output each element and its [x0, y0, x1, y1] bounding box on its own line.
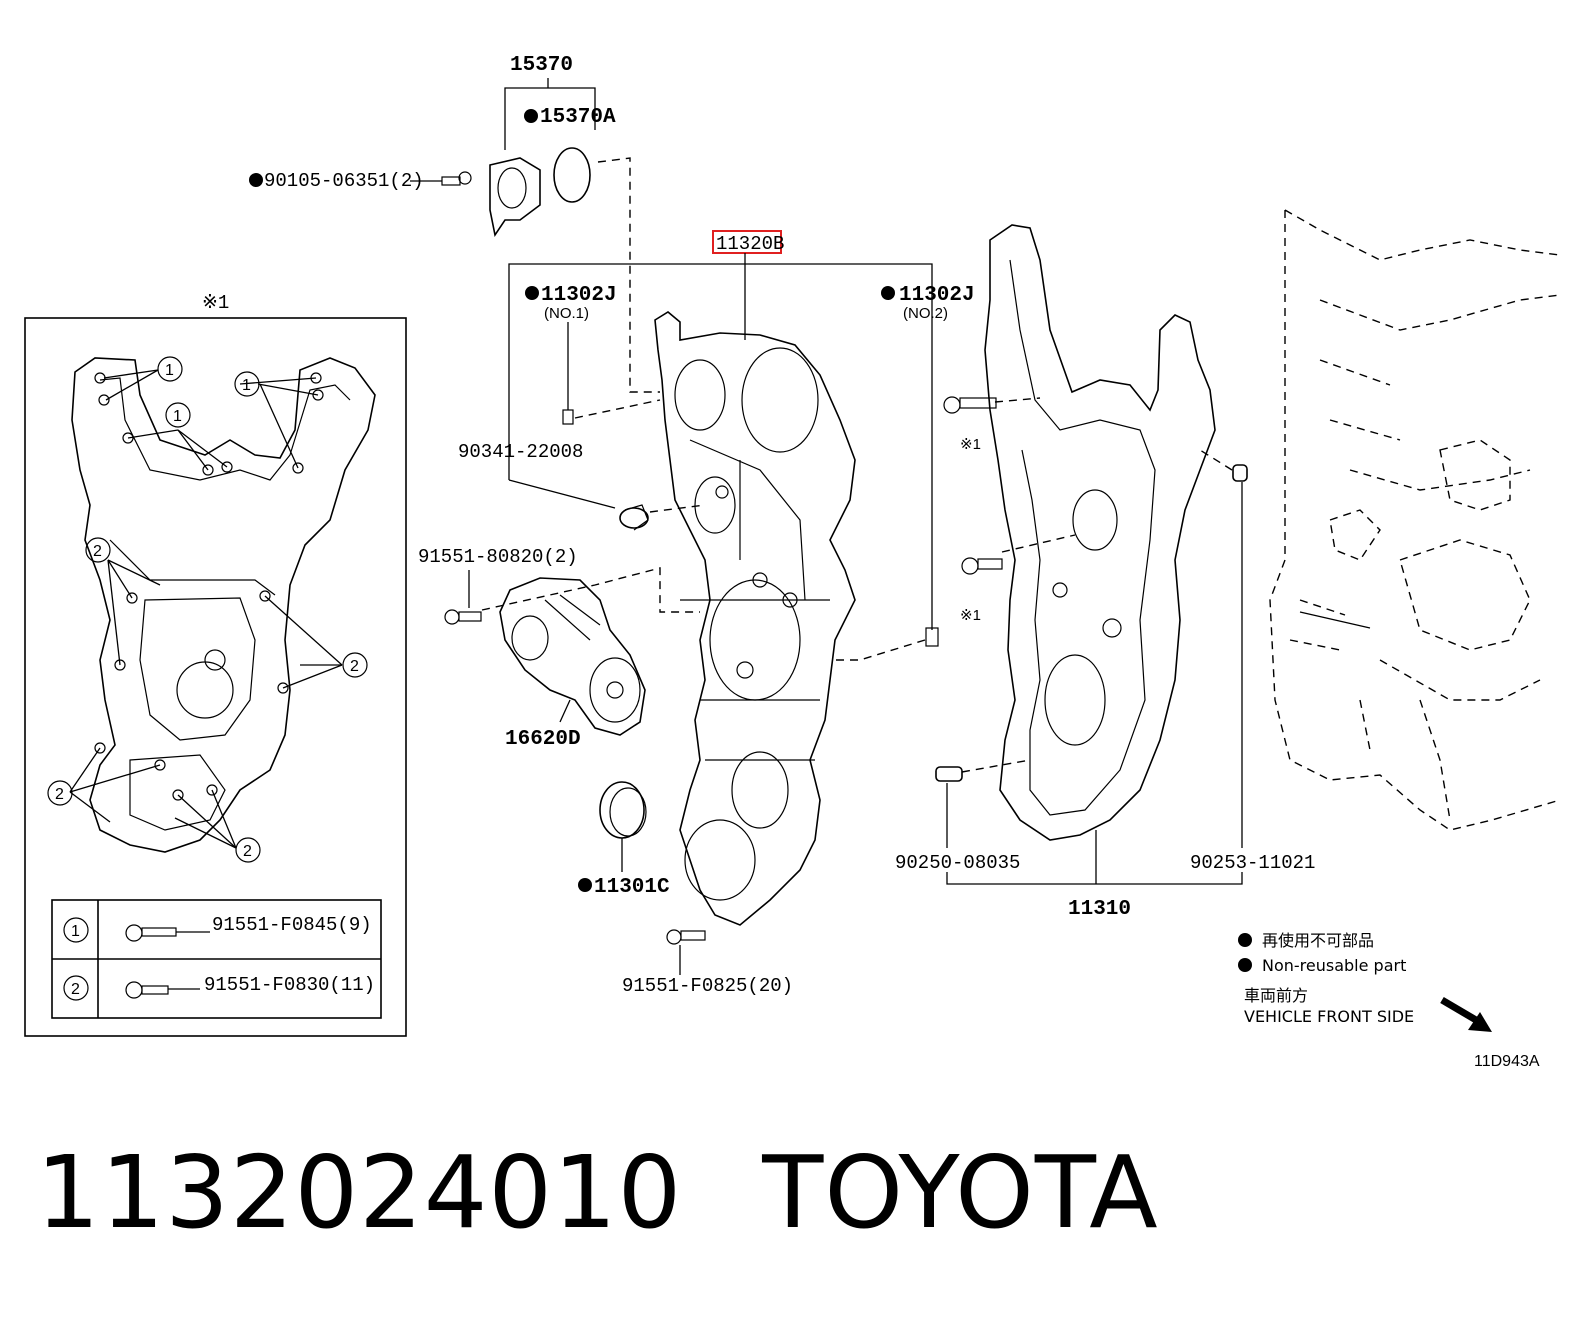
label-90250-08035: 90250-08035: [895, 852, 1020, 874]
diagram-code: 11D943A: [1474, 1053, 1540, 1070]
inset-bolt-table: 1 91551-F0845(9) 2 91551-F0830(11): [51, 899, 382, 1019]
label-11302J-no1: 11302J: [541, 284, 617, 307]
inset-callout-1a: 1: [157, 356, 183, 382]
non-reusable-dot-icon: [578, 878, 592, 892]
bolt-icon: [125, 924, 177, 942]
svg-text:1: 1: [165, 362, 174, 379]
inset-callout-1c: 1: [165, 402, 191, 428]
legend-line1: 再使用不可部品: [1262, 931, 1374, 950]
non-reusable-dot-icon: [249, 173, 263, 187]
svg-text:1: 1: [242, 377, 251, 394]
oil-seal: [599, 781, 647, 839]
inset-callout-1b: 1: [234, 371, 260, 397]
inset-callout-leaders: [69, 369, 343, 849]
label-16620D: 16620D: [505, 728, 581, 751]
table-row-1-part: 91551-F0845(9): [212, 914, 372, 936]
label-90341-22008: 90341-22008: [458, 441, 583, 463]
label-90105-06351: 90105-06351(2): [264, 170, 424, 192]
non-reusable-dot-icon: [1238, 958, 1252, 972]
label-mark1-a: ※1: [960, 436, 981, 453]
non-reusable-dot-icon: [524, 109, 538, 123]
bolt-icon: [961, 557, 1003, 575]
bolt-icon: [666, 929, 706, 945]
highlight-box: [712, 230, 782, 254]
label-15370A: 15370A: [540, 106, 616, 129]
svg-text:1: 1: [173, 408, 182, 425]
label-11301C: 11301C: [594, 876, 670, 899]
svg-text:2: 2: [55, 786, 64, 803]
label-no2: (NO.2): [903, 305, 948, 322]
front-direction-arrow-icon: [1440, 996, 1492, 1032]
inset-callout-2a: 2: [85, 537, 111, 563]
dowel-pin: [1232, 464, 1248, 482]
legend-line3: 車両前方: [1244, 986, 1308, 1005]
bolt-icon: [943, 396, 997, 414]
label-mark1-b: ※1: [960, 607, 981, 624]
chain-tensioner: [499, 577, 646, 736]
inset-callout-2c: 2: [47, 780, 73, 806]
label-11320B: 11320B: [716, 233, 784, 255]
non-reusable-dot-icon: [1238, 933, 1252, 947]
legend-line4: VEHICLE FRONT SIDE: [1244, 1007, 1414, 1026]
svg-text:2: 2: [243, 843, 252, 860]
inset-callout-2b: 2: [342, 652, 368, 678]
label-15370: 15370: [510, 54, 573, 77]
inset-cover-drawing: [71, 357, 376, 853]
label-no1: (NO.1): [544, 305, 589, 322]
label-90253-11021: 90253-11021: [1190, 852, 1315, 874]
inset-callout-2d: 2: [235, 837, 261, 863]
bolt-icon: [441, 171, 472, 186]
label-91551-80820: 91551-80820(2): [418, 546, 578, 568]
legend-line2: Non-reusable part: [1262, 956, 1406, 975]
bolt-icon: [444, 609, 482, 625]
engine-block-reference: [1269, 209, 1561, 831]
svg-text:2: 2: [350, 658, 359, 675]
bearing-housing: [489, 157, 541, 238]
inset-title-mark: ※1: [202, 292, 229, 314]
label-91551-F0825: 91551-F0825(20): [622, 975, 793, 997]
table-row-1-num: 1: [71, 923, 80, 940]
timing-chain-cover: [654, 311, 856, 926]
label-11310: 11310: [1068, 898, 1131, 921]
brand-name: TOYOTA: [762, 1134, 1159, 1251]
svg-text:2: 2: [93, 543, 102, 560]
label-11302J-no2: 11302J: [899, 284, 975, 307]
o-ring: [553, 147, 591, 203]
timing-cover-gasket: [984, 224, 1216, 841]
part-number: 1132024010: [36, 1134, 683, 1251]
oil-plug: [619, 504, 649, 531]
inset-box: [24, 317, 407, 1037]
non-reusable-dot-icon: [881, 286, 895, 300]
dowel-pin: [935, 766, 963, 782]
bolt-icon: [125, 981, 169, 999]
non-reusable-dot-icon: [525, 286, 539, 300]
table-row-2-part: 91551-F0830(11): [204, 974, 375, 996]
table-row-2-num: 2: [71, 981, 80, 998]
